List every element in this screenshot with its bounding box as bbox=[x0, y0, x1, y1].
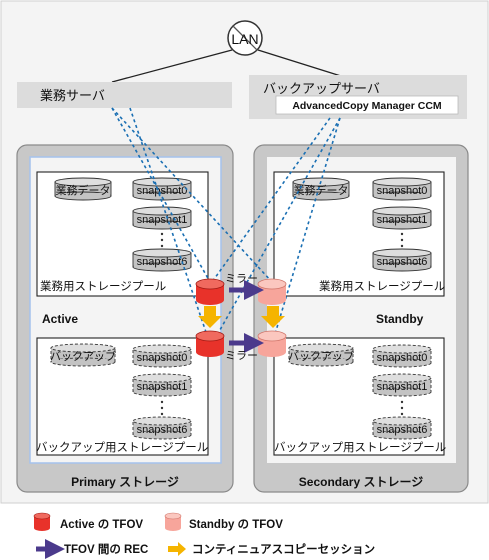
copy-arrow-secondary bbox=[261, 306, 285, 328]
secondary-backup-pool-snapshot-0-label: snapshot0 bbox=[377, 352, 428, 364]
secondary-backup-pool-snapshot-2: snapshot6 bbox=[372, 416, 432, 440]
primary-business-pool-ellipsis-dot bbox=[160, 238, 164, 242]
secondary-business-pool-volume-label: 業務データ bbox=[294, 183, 349, 197]
primary-backup-pool-label: バックアップ用ストレージプール bbox=[36, 441, 208, 454]
primary-backup-pool-volume: バックアップ bbox=[50, 343, 116, 367]
primary-storage-label: Primary ストレージ bbox=[71, 475, 179, 489]
primary-business-pool-volume: 業務データ bbox=[54, 177, 112, 201]
primary-business-pool-ellipsis-dot bbox=[160, 244, 164, 248]
legend-standby-tfov-label: Standby の TFOV bbox=[189, 518, 283, 531]
legend-active-tfov-icon bbox=[33, 512, 51, 531]
primary-backup-pool-snapshot-1: snapshot1 bbox=[132, 373, 192, 397]
lan-line-business bbox=[111, 49, 233, 83]
secondary-backup-pool-snapshot-1-label: snapshot1 bbox=[377, 381, 428, 393]
secondary-business-pool-label: 業務用ストレージプール bbox=[319, 279, 445, 293]
primary-business-pool-ellipsis-dot bbox=[160, 232, 164, 236]
secondary-business-pool-snapshot-1-label: snapshot1 bbox=[377, 214, 428, 226]
primary-business-pool-snapshot-0: snapshot0 bbox=[132, 177, 192, 201]
secondary-backup-pool-label: バックアップ用ストレージプール bbox=[274, 441, 446, 454]
secondary-backup-pool-snapshot-2-label: snapshot6 bbox=[377, 424, 428, 436]
secondary-backup-pool-ellipsis-dot bbox=[400, 412, 404, 416]
secondary-backup-pool-snapshot-0: snapshot0 bbox=[372, 344, 432, 368]
legend: Active の TFOV Standby の TFOV TFOV 間の REC… bbox=[33, 512, 375, 559]
legend-copy-arrow-icon bbox=[168, 542, 186, 556]
copy-arrow-primary bbox=[198, 306, 222, 328]
secondary-business-pool-ellipsis-dot bbox=[400, 238, 404, 242]
primary-active-tfov-backup bbox=[195, 330, 225, 357]
secondary-business-pool-snapshot-2: snapshot6 bbox=[372, 248, 432, 272]
lan-link-backup-active-tfov bbox=[211, 117, 341, 345]
backup-server-label: バックアップサーバ bbox=[263, 81, 380, 96]
mirror-label-backup: ミラー bbox=[225, 350, 258, 362]
secondary-business-pool-snapshot-0-label: snapshot0 bbox=[377, 185, 428, 197]
primary-state-label: Active bbox=[42, 312, 78, 326]
secondary-standby-tfov-business bbox=[257, 278, 287, 305]
secondary-standby-tfov-backup bbox=[257, 330, 287, 357]
primary-business-pool-snapshot-1: snapshot1 bbox=[132, 206, 192, 230]
mirror-label-business: ミラー bbox=[225, 273, 258, 285]
ccm-label: AdvancedCopy Manager CCM bbox=[292, 100, 442, 112]
secondary-storage-label: Secondary ストレージ bbox=[299, 475, 423, 489]
secondary-business-pool-snapshot-0: snapshot0 bbox=[372, 177, 432, 201]
primary-backup-pool-ellipsis-dot bbox=[160, 412, 164, 416]
secondary-state-label: Standby bbox=[376, 312, 424, 326]
business-server-label: 業務サーバ bbox=[40, 88, 105, 103]
legend-copy-label: コンティニュアスコピーセッション bbox=[192, 543, 375, 556]
secondary-business-pool-volume: 業務データ bbox=[292, 177, 350, 201]
primary-active-tfov-business bbox=[195, 278, 225, 305]
primary-business-pool-snapshot-2: snapshot6 bbox=[132, 248, 192, 272]
secondary-backup-pool-volume-label: バックアップ bbox=[288, 350, 354, 363]
lan-link-backup-active-tfov-2 bbox=[211, 117, 331, 283]
primary-business-pool-volume-label: 業務データ bbox=[56, 183, 111, 197]
secondary-backup-pool-snapshot-1: snapshot1 bbox=[372, 373, 432, 397]
primary-business-pool-snapshot-2-label: snapshot6 bbox=[137, 256, 188, 268]
primary-backup-pool-volume-label: バックアップ bbox=[50, 350, 116, 363]
secondary-backup-pool-ellipsis-dot bbox=[400, 406, 404, 410]
primary-business-pool-label: 業務用ストレージプール bbox=[40, 279, 166, 293]
primary-backup-pool-snapshot-0-label: snapshot0 bbox=[137, 352, 188, 364]
legend-standby-tfov-icon bbox=[164, 512, 182, 531]
primary-business-pool-snapshot-0-label: snapshot0 bbox=[137, 185, 188, 197]
primary-backup-pool-snapshot-2-label: snapshot6 bbox=[137, 424, 188, 436]
secondary-business-pool-snapshot-2-label: snapshot6 bbox=[377, 256, 428, 268]
business-server-box bbox=[17, 82, 232, 108]
secondary-backup-pool-volume: バックアップ bbox=[288, 343, 354, 367]
primary-backup-pool-snapshot-1-label: snapshot1 bbox=[137, 381, 188, 393]
primary-backup-pool-ellipsis-dot bbox=[160, 400, 164, 404]
secondary-business-pool-snapshot-1: snapshot1 bbox=[372, 206, 432, 230]
volume-layer: 業務データ snapshot0 snapshot1 snapshot6 バックアップ sn… bbox=[50, 177, 432, 440]
legend-rec-label: TFOV 間の REC bbox=[64, 543, 148, 556]
tfov-layer bbox=[195, 278, 287, 357]
ccm-box bbox=[275, 95, 459, 115]
legend-active-tfov-label: Active の TFOV bbox=[60, 518, 143, 531]
secondary-business-pool-ellipsis-dot bbox=[400, 232, 404, 236]
lan-icon bbox=[227, 20, 263, 56]
primary-backup-pool-ellipsis-dot bbox=[160, 406, 164, 410]
primary-backup-pool-snapshot-0: snapshot0 bbox=[132, 344, 192, 368]
lan-label: LAN bbox=[231, 31, 258, 47]
primary-backup-pool-snapshot-2: snapshot6 bbox=[132, 416, 192, 440]
primary-business-pool-snapshot-1-label: snapshot1 bbox=[137, 214, 188, 226]
secondary-business-pool-ellipsis-dot bbox=[400, 244, 404, 248]
lan-connection-lines bbox=[111, 107, 341, 345]
secondary-backup-pool-ellipsis-dot bbox=[400, 400, 404, 404]
